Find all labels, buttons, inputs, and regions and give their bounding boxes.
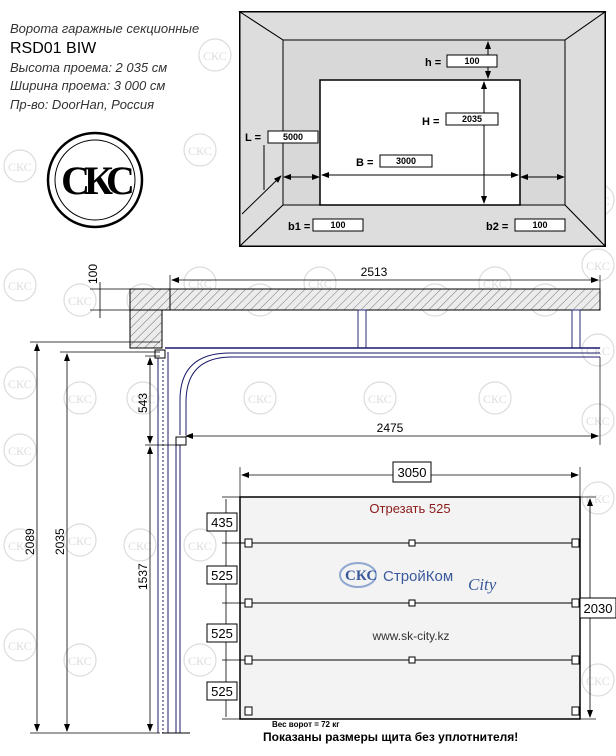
- svg-text:СКС: СКС: [248, 392, 272, 406]
- svg-text:СКС: СКС: [483, 392, 507, 406]
- svg-text:СКС: СКС: [586, 492, 610, 506]
- dim-2035: 2035: [53, 528, 67, 555]
- L-value: 5000: [283, 132, 303, 142]
- watermark-logo-icon: СКС: [63, 643, 97, 677]
- dim-top-100: 100: [86, 264, 100, 284]
- brand-name: СтройКом: [383, 568, 453, 585]
- door-info: Ворота гаражные секционные RSD01 BIW Выс…: [10, 20, 235, 114]
- svg-text:СКС: СКС: [8, 160, 32, 174]
- watermark-logo-icon: СКС: [63, 523, 97, 557]
- svg-text:СКС: СКС: [188, 654, 212, 668]
- H-label: H =: [422, 116, 439, 128]
- dim-2475: 2475: [377, 421, 404, 435]
- svg-text:СКС: СКС: [8, 279, 32, 293]
- h-label: h =: [425, 57, 441, 69]
- svg-text:СКС: СКС: [188, 539, 212, 553]
- H-value: 2035: [462, 114, 482, 124]
- watermark-logo-icon: СКС: [243, 381, 277, 415]
- watermark-logo-icon: СКС: [183, 528, 217, 562]
- door-leaf: 3050 435 525 525 525: [206, 461, 616, 720]
- svg-text:СКС: СКС: [8, 639, 32, 653]
- watermark-logo-icon: СКС: [3, 628, 37, 662]
- footer-note: Показаны размеры щита без уплотнителя!: [263, 730, 518, 744]
- side-section: 100 2513 543 2475 2089 2035 1537: [23, 264, 601, 734]
- watermark-logo-icon: СКС: [363, 381, 397, 415]
- door-weight: Вес ворот = 72 кг: [272, 720, 340, 729]
- dim-2089: 2089: [23, 528, 37, 555]
- brand-url: www.sk-city.kz: [371, 629, 449, 643]
- svg-text:СКС: СКС: [368, 392, 392, 406]
- brand-city: City: [468, 575, 497, 594]
- watermark-logo-icon: СКС: [63, 381, 97, 415]
- brand-logo-text: СКС: [345, 568, 377, 584]
- watermark-logo-icon: СКС: [581, 333, 615, 367]
- b1-label: b1 =: [288, 221, 310, 233]
- dim-1537: 1537: [136, 563, 150, 590]
- watermark-logo-icon: СКС: [581, 248, 615, 282]
- svg-text:СКС: СКС: [68, 294, 92, 308]
- section-2-height: 525: [211, 568, 233, 583]
- company-logo-icon: СКС: [46, 131, 144, 229]
- svg-text:СКС: СКС: [586, 674, 610, 688]
- watermark-logo-icon: СКС: [581, 663, 615, 697]
- section-3-height: 525: [211, 626, 233, 641]
- svg-text:СКС: СКС: [8, 377, 32, 391]
- opening-schematic: h = 100 H = 2035 L = 5000 B = 3000 b1 = …: [238, 11, 607, 248]
- b2-value: 100: [532, 220, 547, 230]
- watermark-logo-icon: СКС: [478, 381, 512, 415]
- dim-543: 543: [136, 393, 150, 413]
- door-model: RSD01 BIW: [10, 39, 97, 57]
- brand-logo-icon: СКС: [339, 562, 377, 588]
- watermark-logo-icon: СКС: [3, 366, 37, 400]
- section-1-height: 435: [211, 515, 233, 530]
- watermark-logo-icon: СКС: [3, 268, 37, 302]
- svg-text:СКС: СКС: [68, 654, 92, 668]
- door-height: Высота проема: 2 035 см: [10, 59, 168, 75]
- svg-text:СКС: СКС: [8, 539, 32, 553]
- watermark-logo-icon: СКС: [3, 433, 37, 467]
- svg-text:СКС: СКС: [586, 344, 610, 358]
- dim-3050: 3050: [398, 465, 427, 480]
- svg-text:СКС: СКС: [203, 49, 227, 63]
- L-label: L =: [245, 132, 261, 144]
- watermark-logo-icon: СКС: [3, 149, 37, 183]
- dim-2513: 2513: [361, 265, 388, 279]
- dim-2030: 2030: [584, 601, 613, 616]
- b2-label: b2 =: [486, 221, 508, 233]
- watermark-logo-icon: СКС: [63, 283, 97, 317]
- svg-text:СКС: СКС: [188, 144, 212, 158]
- svg-text:СКС: СКС: [586, 259, 610, 273]
- section-4-height: 525: [211, 684, 233, 699]
- svg-text:СКС: СКС: [128, 539, 152, 553]
- svg-text:СКС: СКС: [8, 444, 32, 458]
- watermark-logo-icon: СКС: [123, 528, 157, 562]
- watermark-logo-icon: СКС: [198, 38, 232, 72]
- door-type: Ворота гаражные секционные: [10, 21, 200, 36]
- svg-text:СКС: СКС: [68, 534, 92, 548]
- svg-text:СКС: СКС: [586, 414, 610, 428]
- watermark-logo-icon: СКС: [183, 643, 217, 677]
- svg-text:СКС: СКС: [68, 392, 92, 406]
- cut-note: Отрезать 525: [369, 501, 450, 516]
- b1-value: 100: [330, 220, 345, 230]
- watermark-logo-icon: СКС: [581, 481, 615, 515]
- B-label: B =: [356, 157, 373, 169]
- h-value: 100: [464, 56, 479, 66]
- door-width: Ширина проема: 3 000 см: [10, 78, 166, 93]
- B-value: 3000: [396, 156, 416, 166]
- door-maker: Пр-во: DoorHan, Россия: [10, 96, 155, 112]
- logo-text: СКС: [61, 158, 132, 203]
- watermark-logo-icon: СКС: [581, 403, 615, 437]
- watermark-logo-icon: СКС: [183, 133, 217, 167]
